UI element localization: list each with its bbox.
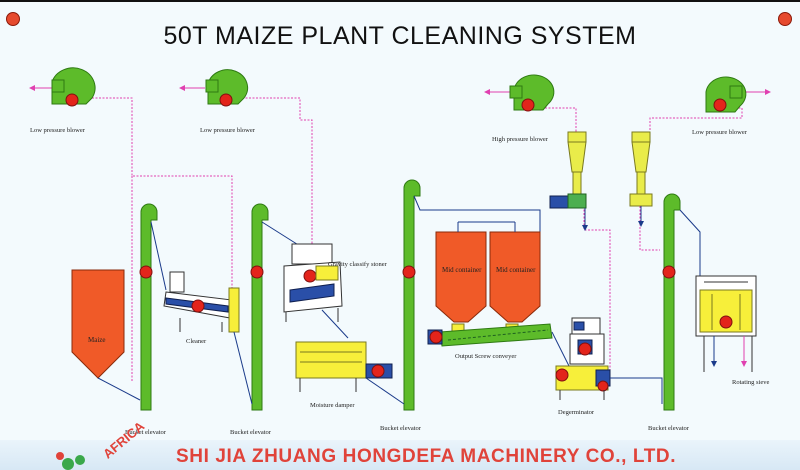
blower-3: High pressure blower (492, 74, 555, 143)
cleaner: Cleaner (163, 271, 253, 405)
diagram-title: 50T MAIZE PLANT CLEANING SYSTEM (163, 22, 637, 50)
bucket-elevator-2: Bucket elevator (230, 203, 301, 436)
footer-bar (0, 440, 800, 470)
label-elevator-2: Bucket elevator (230, 429, 272, 436)
mid-container-2: Mid container (457, 221, 541, 323)
gravity-stoner: Gravity classify stoner (283, 243, 388, 339)
label-screw-conveyer: Output Screw conveyer (455, 353, 517, 360)
label-moisture-damper: Moisture damper (310, 402, 355, 409)
label-elevator-1: Bucket elevator (125, 429, 167, 436)
process-flow-diagram: Low pressure blower Low pressure blower … (29, 67, 771, 436)
bucket-elevator-1: Bucket elevator (125, 203, 167, 436)
label-maize: Maize (88, 336, 106, 344)
label-mid-container-2: Mid container (496, 266, 536, 274)
mid-container-1: Mid container (435, 231, 487, 323)
label-blower-1: Low pressure blower (30, 127, 86, 134)
label-blower-2: Low pressure blower (200, 127, 256, 134)
label-rotating-sieve: Rotating sieve (732, 379, 769, 386)
screw-conveyer: Output Screw conveyer (427, 323, 571, 369)
bucket-elevator-4: Bucket elevator (648, 193, 701, 432)
blower-4: Low pressure blower (692, 76, 748, 136)
bucket-elevator-3: Bucket elevator (380, 179, 541, 432)
cyclone-1 (549, 131, 588, 231)
label-blower-4: Low pressure blower (692, 129, 748, 136)
degerminator: Degerminator (555, 317, 663, 416)
maize-hopper: Maize (71, 269, 141, 401)
label-elevator-4: Bucket elevator (648, 425, 690, 432)
blower-1: Low pressure blower (30, 67, 96, 134)
label-cleaner: Cleaner (186, 338, 207, 345)
label-elevator-3: Bucket elevator (380, 425, 422, 432)
label-mid-container-1: Mid container (442, 266, 482, 274)
company-logo-icon (56, 452, 85, 470)
rotating-sieve: Rotating sieve (695, 275, 769, 386)
cyclone-2 (629, 131, 653, 227)
air-pipes (92, 97, 743, 382)
label-degerminator: Degerminator (558, 409, 595, 416)
company-name: SHI JIA ZHUANG HONGDEFA MACHINERY CO., L… (176, 446, 677, 467)
pin-right (778, 12, 792, 26)
label-gravity-stoner: Gravity classify stoner (328, 261, 388, 268)
pin-left (6, 12, 20, 26)
blower-2: Low pressure blower (200, 69, 256, 134)
moisture-damper: Moisture damper (295, 341, 405, 409)
label-blower-3: High pressure blower (492, 136, 549, 143)
